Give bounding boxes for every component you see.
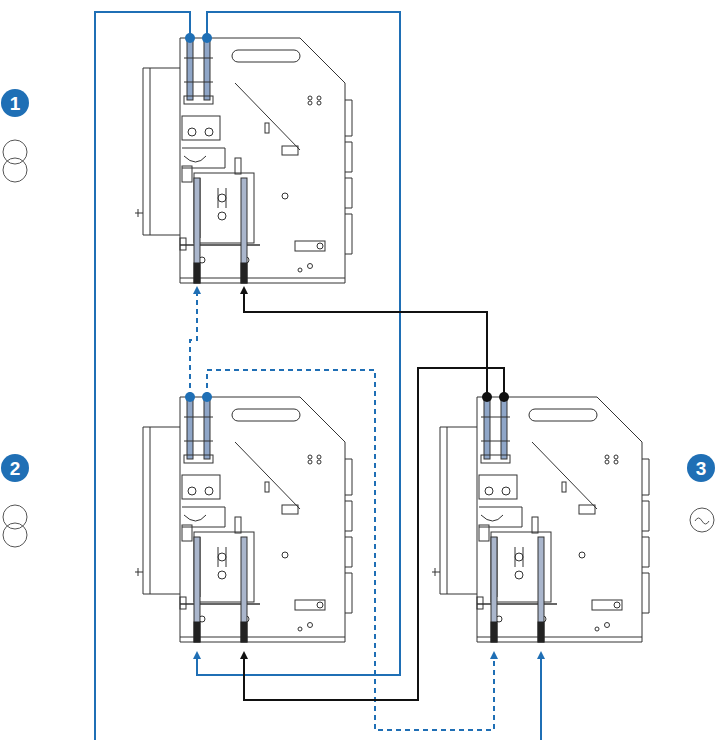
callout-number: 2: [1, 454, 29, 482]
callout-text: 3: [696, 459, 707, 478]
callout-number: 3: [687, 454, 715, 482]
callout-number: 1: [1, 89, 29, 117]
callout-text: 2: [10, 459, 21, 478]
callout-text: 1: [10, 94, 21, 113]
